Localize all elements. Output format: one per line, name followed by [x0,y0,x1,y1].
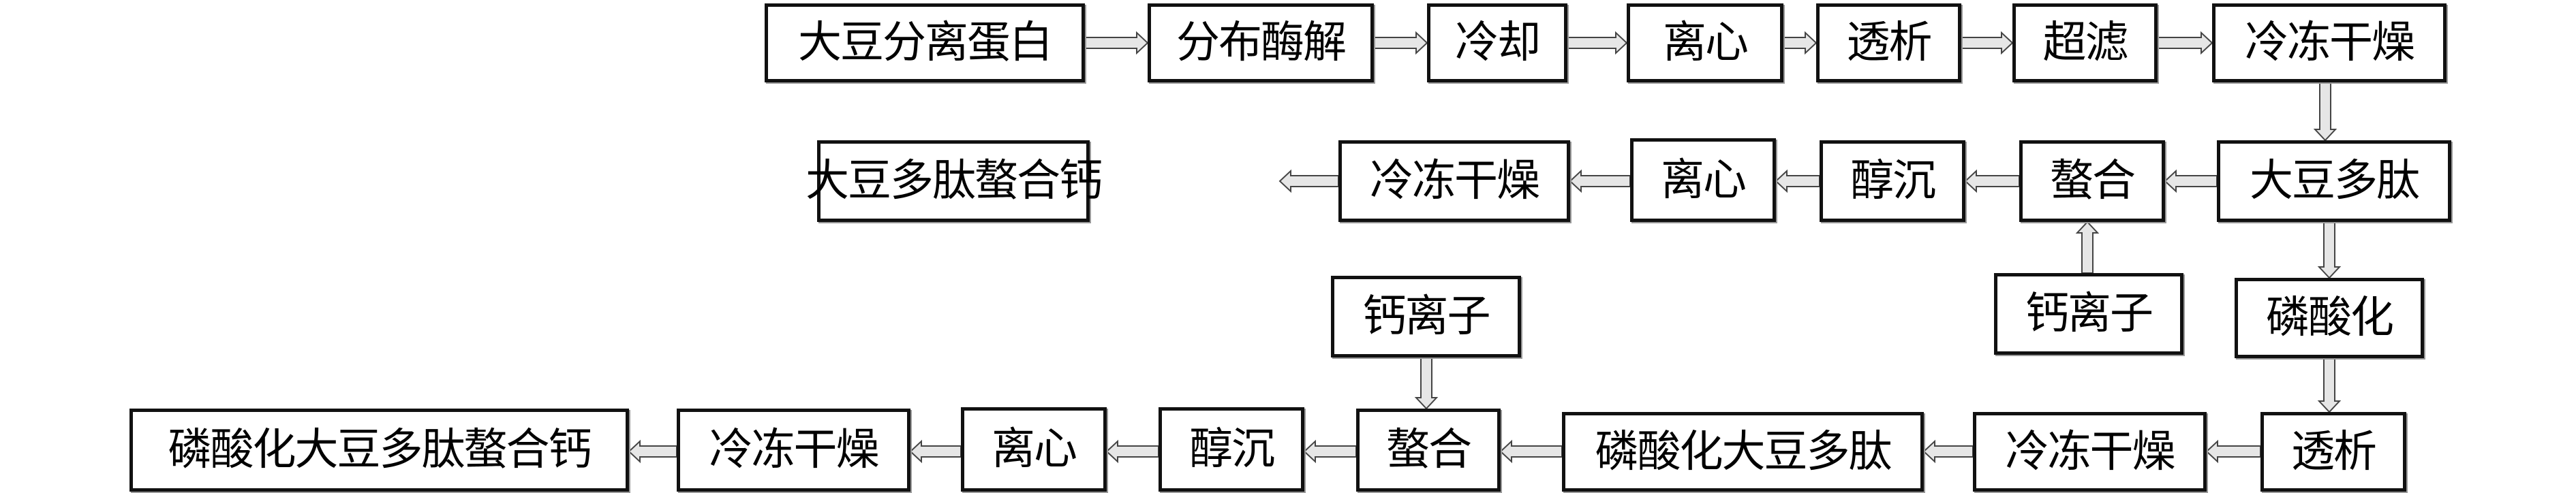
flow-arrow [1105,439,1159,464]
node-phosphorylation: 磷酸化 [2235,278,2424,358]
flow-arrow [1775,169,1820,193]
flow-arrow [1303,439,1357,464]
node-calcium-ion-right: 钙离子 [1994,273,2183,355]
flow-arrow [1964,169,2020,193]
node-phosphorylated-soy-peptide: 磷酸化大豆多肽 [1562,412,1924,492]
node-chelation-2: 螯合 [1356,409,1501,492]
flow-arrow [2075,221,2100,274]
node-chelation-1: 螯合 [2019,140,2165,222]
node-soy-protein-isolate: 大豆分离蛋白 [765,3,1085,82]
flow-arrow [2317,357,2342,413]
node-dialysis-1: 透析 [1816,3,1961,82]
flow-arrow [1783,31,1818,55]
node-alcohol-precipitation-1: 醇沉 [1820,140,1965,222]
node-enzymolysis: 分布酶解 [1148,3,1374,82]
node-ultrafiltration: 超滤 [2012,3,2158,82]
flow-arrow [2205,439,2261,464]
node-freeze-dry-3: 冷冻干燥 [1973,412,2207,492]
node-soy-peptide-calcium-chelate: 大豆多肽螯合钙 [806,140,1103,222]
node-calcium-ion-left: 钙离子 [1331,276,1521,357]
node-soy-peptide: 大豆多肽 [2217,140,2451,222]
flow-arrow [1373,31,1428,55]
flow-arrow [1414,357,1439,410]
flow-arrow [1569,169,1631,193]
node-freeze-dry-2: 冷冻干燥 [1338,140,1570,222]
node-cooling: 冷却 [1427,3,1567,82]
flow-arrow [1922,439,1974,464]
flow-arrow [1084,31,1149,55]
node-alcohol-precipitation-2: 醇沉 [1159,407,1304,492]
flow-arrow [628,439,677,464]
node-centrifuge-2: 离心 [1630,138,1776,222]
flow-arrow [1278,169,1339,193]
node-dialysis-2: 透析 [2260,412,2406,492]
flow-arrow [909,439,962,464]
node-centrifuge-3: 离心 [961,407,1107,492]
node-freeze-dry-4: 冷冻干燥 [677,409,910,492]
flow-arrow [2157,31,2213,55]
flow-arrow [1499,439,1563,464]
node-centrifuge-1: 离心 [1627,3,1783,82]
flow-arrow [2313,82,2337,142]
flow-arrow [2317,221,2342,279]
flow-arrow [2164,169,2218,193]
node-freeze-dry-1: 冷冻干燥 [2212,3,2447,82]
flow-arrow [1961,31,2014,55]
node-phosphorylated-soy-peptide-calcium-chelate: 磷酸化大豆多肽螯合钙 [129,409,629,492]
flow-arrow [1567,31,1628,55]
